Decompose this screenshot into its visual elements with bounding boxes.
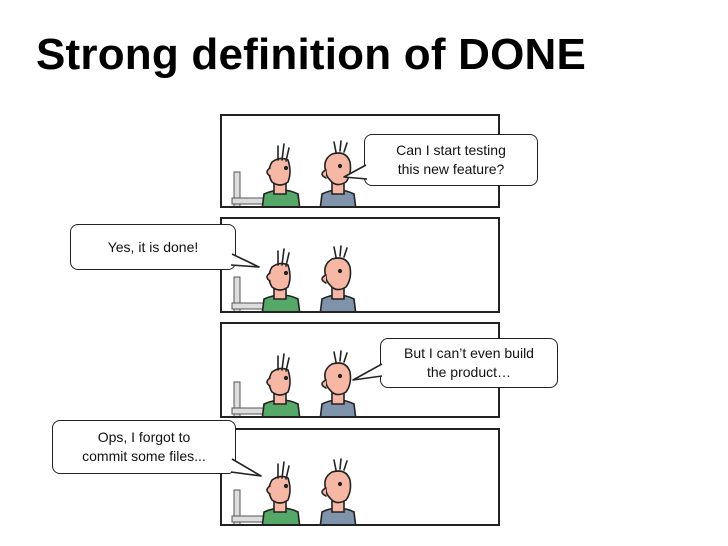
speech-bubble-3-line-2: the product… [426, 364, 512, 380]
speech-bubble-4-line-2: commit some files... [82, 448, 206, 464]
speech-bubble-2-tail [230, 253, 260, 268]
speech-bubble-2: Yes, it is done! [70, 224, 236, 270]
desk-phone-icon [231, 276, 267, 311]
speech-bubble-3: But I can’t even build the product… [380, 338, 558, 388]
developer-figure-icon [261, 353, 301, 416]
desk-phone-icon [231, 381, 267, 416]
tester-figure-icon [319, 458, 357, 524]
desk-phone-icon [231, 489, 267, 524]
speech-bubble-4: Ops, I forgot to commit some files... [52, 420, 236, 474]
speech-bubble-4-tail [230, 458, 262, 477]
panel-scene-3 [231, 350, 357, 416]
tester-figure-icon [319, 350, 357, 416]
speech-bubble-1-line-1: Can I start testing [396, 142, 506, 158]
speech-bubble-3-line-1: But I can’t even build [404, 345, 534, 361]
panel-scene-4 [231, 458, 357, 524]
speech-bubble-4-line-1: Ops, I forgot to [97, 429, 191, 445]
tester-figure-icon [319, 245, 357, 311]
speech-bubble-1-line-2: this new feature? [397, 161, 505, 177]
panel-scene-2 [231, 245, 357, 311]
developer-figure-icon [261, 248, 301, 311]
developer-figure-icon [261, 143, 301, 206]
speech-bubble-2-line-1: Yes, it is done! [107, 238, 199, 255]
slide-title: Strong definition of DONE [36, 30, 587, 79]
speech-bubble-1: Can I start testing this new feature? [364, 134, 538, 186]
comic-panel-4 [220, 428, 500, 526]
speech-bubble-1-tail [343, 164, 368, 180]
desk-phone-icon [231, 171, 267, 206]
panel-scene-1 [231, 140, 357, 206]
developer-figure-icon [261, 461, 301, 524]
speech-bubble-3-tail [352, 363, 383, 381]
